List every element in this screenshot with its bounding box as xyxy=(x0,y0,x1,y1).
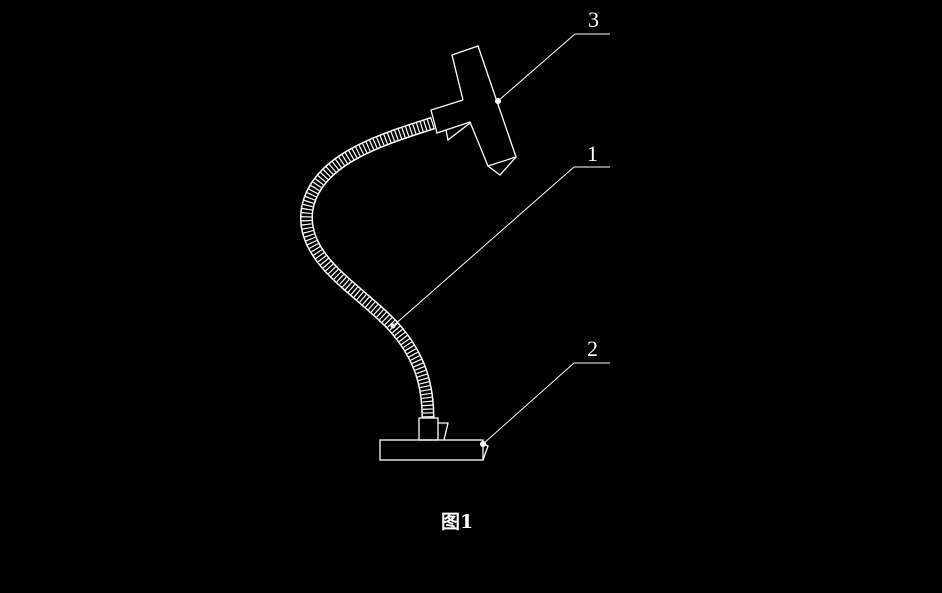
figure-caption: 图1 xyxy=(441,511,474,533)
lamp-head xyxy=(430,45,517,176)
callout-dot-3 xyxy=(495,98,501,104)
callout-dot-1 xyxy=(390,323,396,329)
flexible-hose xyxy=(300,116,435,419)
callout-label-3: 3 xyxy=(588,7,599,32)
base xyxy=(379,417,489,461)
callout-label-2: 2 xyxy=(587,336,598,361)
callout-leaders xyxy=(392,33,610,445)
callout-dot-2 xyxy=(480,441,486,447)
callout-label-1: 1 xyxy=(587,141,598,166)
